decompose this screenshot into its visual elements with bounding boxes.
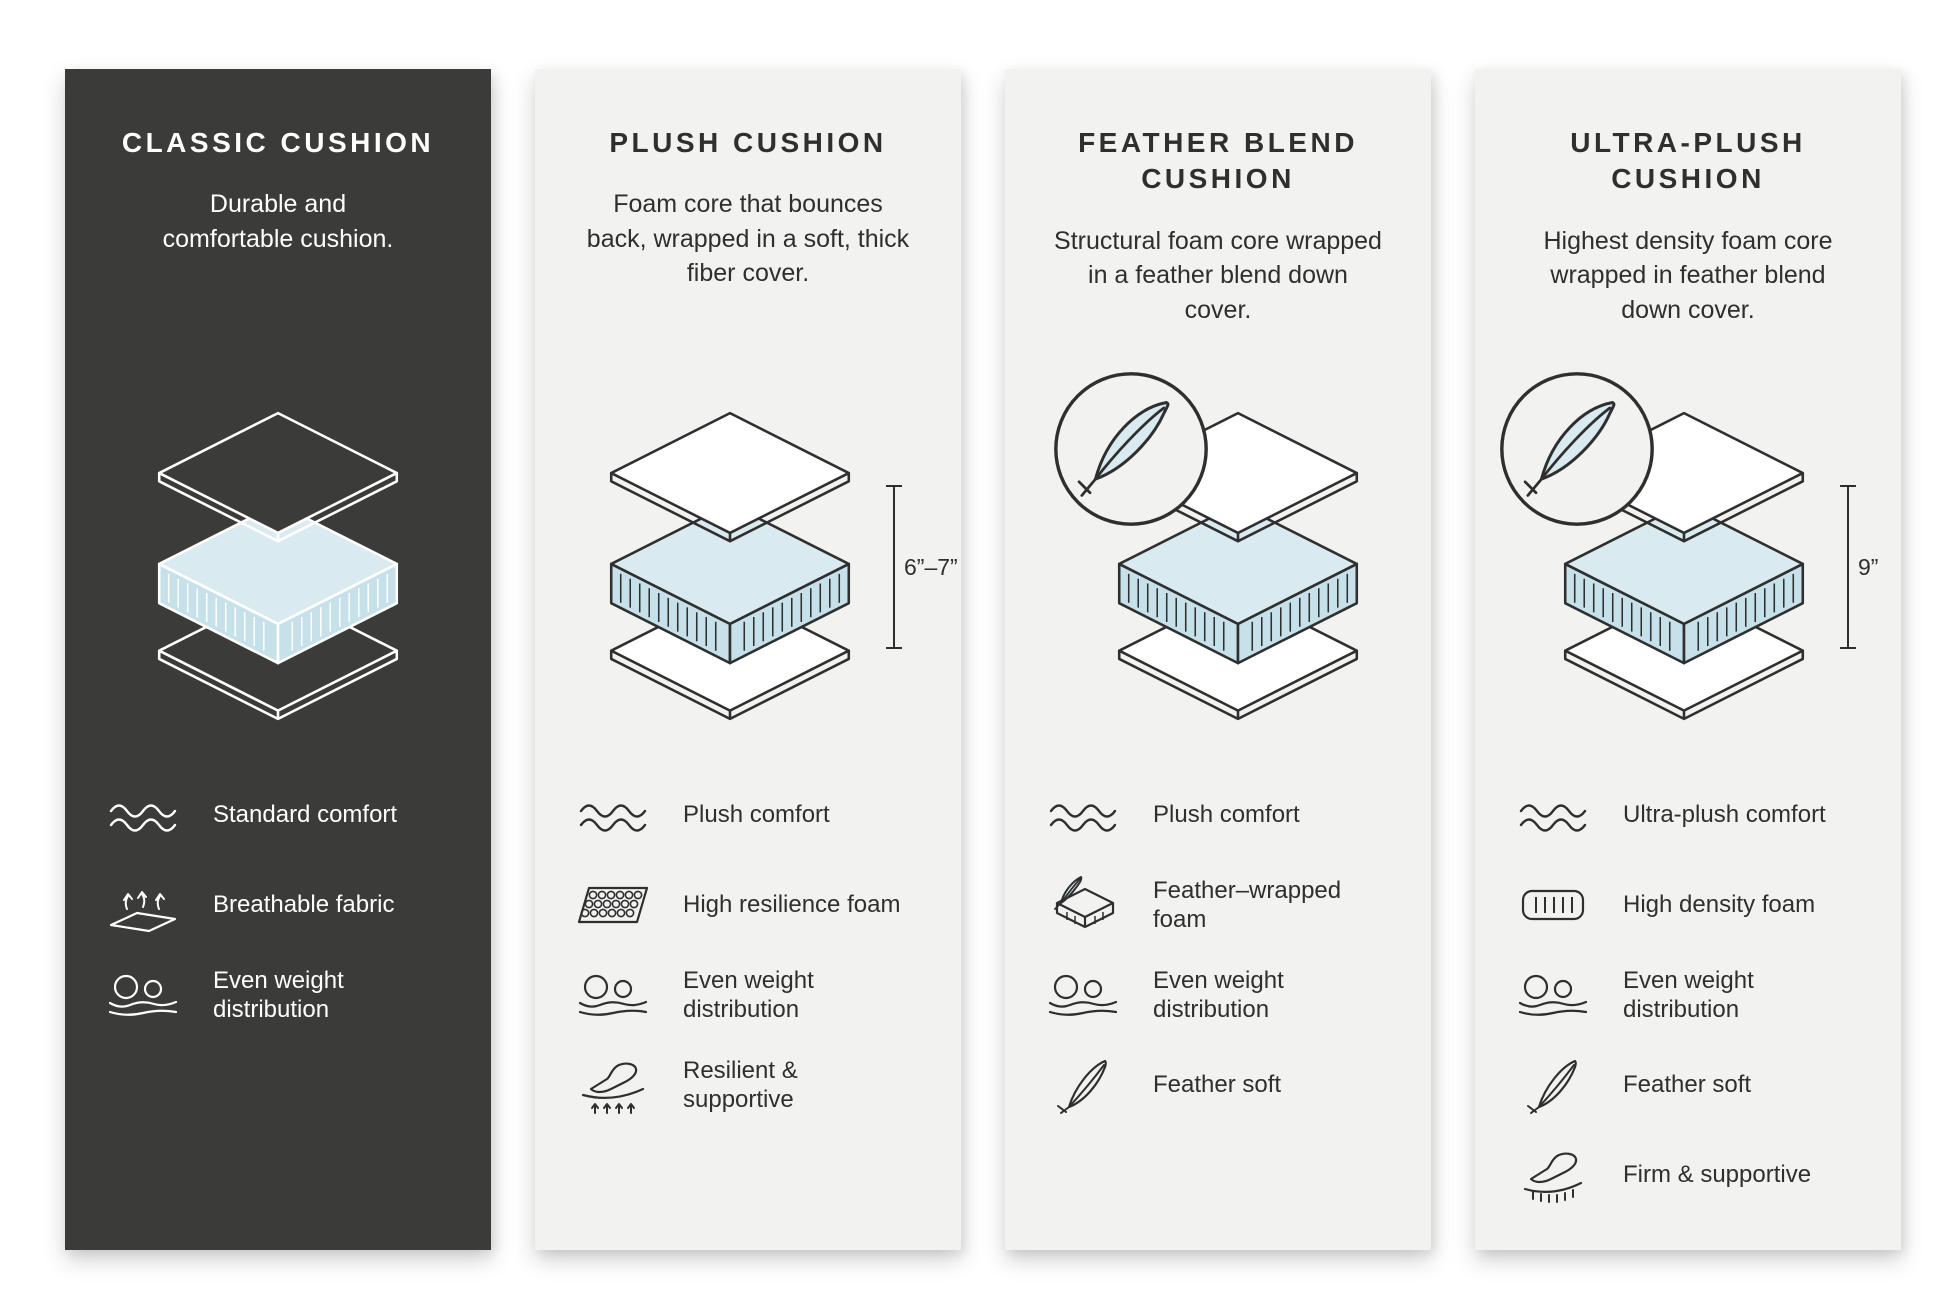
feature-label: Feather soft (1153, 1071, 1282, 1099)
panel-description: Foam core that bounces back, wrapped in … (586, 190, 910, 288)
panel-header: FEATHER BLEND CUSHION Structural foam co… (1045, 125, 1391, 409)
feature-row: Plush comfort (575, 785, 921, 845)
feature-row: Ultra-plush comfort (1515, 785, 1861, 845)
cushion-layers-diagram (123, 409, 433, 723)
feature-label: Even weight distribution (683, 966, 814, 1023)
panel-classic-cushion: CLASSIC CUSHION Durable and comfortable … (65, 69, 491, 1250)
panel-header: ULTRA-PLUSH CUSHION Highest density foam… (1515, 125, 1861, 409)
feature-list: Plush comfort Feather–wrapped foam Even … (1045, 785, 1391, 1115)
panel-plush-cushion: PLUSH CUSHION Foam core that bounces bac… (535, 69, 961, 1250)
weight-distribution-icon (1515, 965, 1591, 1025)
panel-title: ULTRA-PLUSH CUSHION (1570, 127, 1806, 195)
waves-icon (575, 785, 651, 845)
honeycomb-foam-icon (575, 875, 651, 935)
feature-label: Plush comfort (1153, 801, 1300, 829)
panel-description: Durable and comfortable cushion. (162, 190, 394, 253)
feature-list: Standard comfort Breathable fabric Even … (105, 785, 451, 1025)
feature-row: Firm & supportive (1515, 1145, 1861, 1205)
feature-row: Even weight distribution (105, 965, 451, 1025)
height-dimension: 6”–7” (886, 485, 958, 649)
feature-label: Breathable fabric (213, 891, 395, 919)
feature-label: Feather soft (1623, 1071, 1752, 1099)
breathable-fabric-icon (105, 875, 181, 935)
panel-header: PLUSH CUSHION Foam core that bounces bac… (575, 125, 921, 409)
feature-label: Resilient & supportive (683, 1056, 798, 1113)
feature-label: Plush comfort (683, 801, 830, 829)
weight-distribution-icon (575, 965, 651, 1025)
panel-description: Highest density foam core wrapped in fea… (1543, 226, 1833, 324)
feather-wrapped-foam-icon (1045, 875, 1121, 935)
cushion-diagram (1083, 409, 1393, 723)
height-dimension: 9” (1840, 485, 1879, 649)
feather-icon (1515, 1055, 1591, 1115)
feature-row: Feather–wrapped foam (1045, 875, 1391, 935)
feature-label: Even weight distribution (1153, 966, 1284, 1023)
cushion-diagram: 6”–7” (575, 409, 958, 723)
cushion-layers-diagram (575, 409, 885, 723)
weight-distribution-icon (105, 965, 181, 1025)
feature-row: Standard comfort (105, 785, 451, 845)
feather-icon (1045, 1055, 1121, 1115)
weight-distribution-icon (1045, 965, 1121, 1025)
feature-row: Even weight distribution (1515, 965, 1861, 1025)
panel-description: Structural foam core wrapped in a feathe… (1054, 226, 1382, 324)
high-density-foam-icon (1515, 875, 1591, 935)
feature-label: Ultra-plush comfort (1623, 801, 1826, 829)
feature-label: Feather–wrapped foam (1153, 876, 1342, 933)
feature-label: Even weight distribution (1623, 966, 1754, 1023)
dimension-line (1840, 485, 1856, 649)
waves-icon (1515, 785, 1591, 845)
panel-feather-blend-cushion: FEATHER BLEND CUSHION Structural foam co… (1005, 69, 1431, 1250)
feather-badge-icon (1495, 367, 1659, 531)
feature-label: High resilience foam (683, 891, 901, 919)
dimension-label: 6”–7” (904, 553, 958, 580)
dimension-label: 9” (1858, 553, 1879, 580)
feature-row: Even weight distribution (575, 965, 921, 1025)
feature-list: Plush comfort High resilience foam Even … (575, 785, 921, 1115)
feature-list: Ultra-plush comfort High density foam Ev… (1515, 785, 1861, 1205)
feature-row: High density foam (1515, 875, 1861, 935)
cushion-diagram (123, 409, 433, 723)
waves-icon (1045, 785, 1121, 845)
feature-label: Firm & supportive (1623, 1161, 1812, 1189)
hand-press-rebound-icon (575, 1055, 651, 1115)
feature-row: High resilience foam (575, 875, 921, 935)
panel-title: FEATHER BLEND CUSHION (1078, 127, 1358, 195)
feature-label: Even weight distribution (213, 966, 344, 1023)
feature-row: Breathable fabric (105, 875, 451, 935)
waves-icon (105, 785, 181, 845)
feature-row: Resilient & supportive (575, 1055, 921, 1115)
feature-label: Standard comfort (213, 801, 398, 829)
panel-ultra-plush-cushion: ULTRA-PLUSH CUSHION Highest density foam… (1475, 69, 1901, 1250)
dimension-line (886, 485, 902, 649)
hand-press-firm-icon (1515, 1145, 1591, 1205)
feather-badge-icon (1049, 367, 1213, 531)
feature-row: Feather soft (1045, 1055, 1391, 1115)
panel-title: CLASSIC CUSHION (121, 127, 435, 158)
panel-header: CLASSIC CUSHION Durable and comfortable … (105, 125, 451, 409)
feature-label: High density foam (1623, 891, 1816, 919)
cushion-diagram: 9” (1529, 409, 1878, 723)
feature-row: Even weight distribution (1045, 965, 1391, 1025)
feature-row: Feather soft (1515, 1055, 1861, 1115)
feature-row: Plush comfort (1045, 785, 1391, 845)
panel-title: PLUSH CUSHION (609, 127, 887, 158)
